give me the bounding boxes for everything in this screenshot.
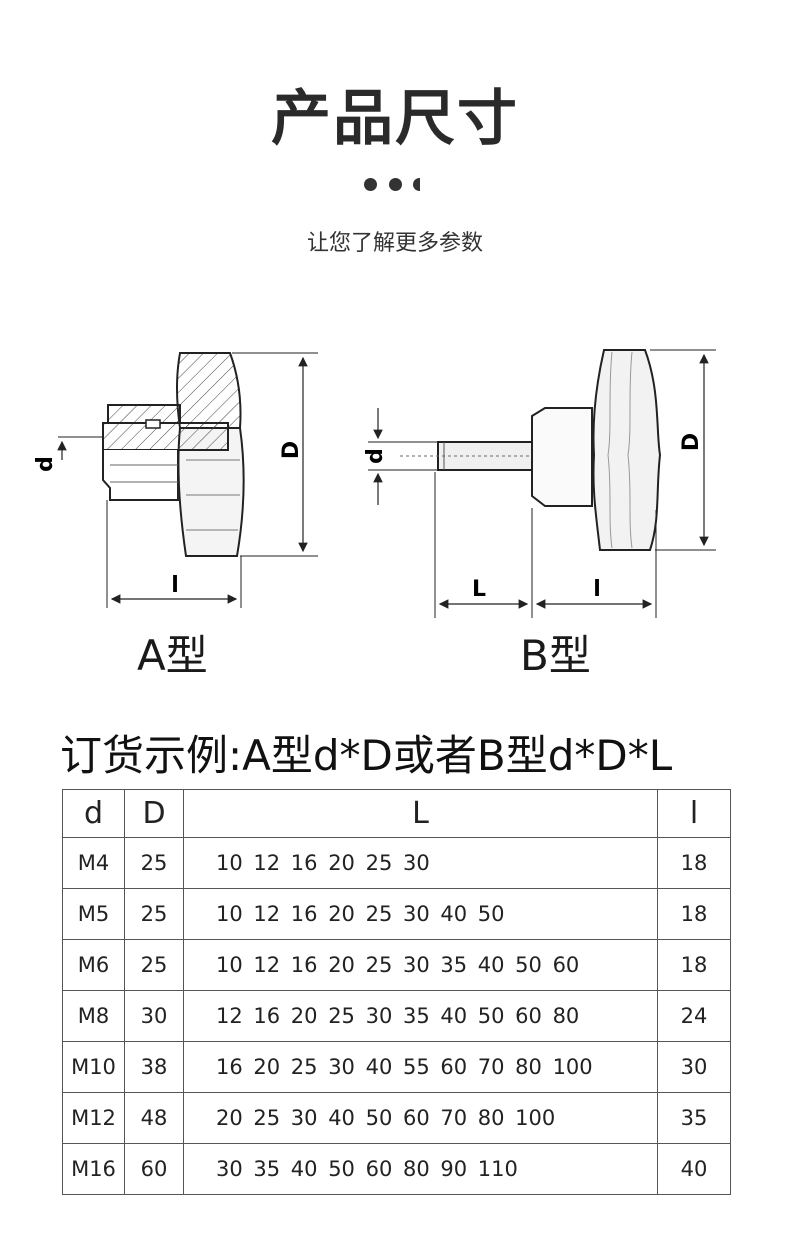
cell-L: 10 12 16 20 25 30 [183, 837, 658, 889]
type-a-knob-drawing: D d l [33, 352, 318, 608]
dot-icon [412, 178, 426, 191]
cell-d: M12 [62, 1092, 125, 1144]
page-subtitle: 让您了解更多参数 [306, 231, 483, 256]
cell-d: M16 [62, 1143, 125, 1195]
cell-L: 10 12 16 20 25 30 35 40 50 60 [183, 939, 658, 991]
table-header-row: d D L l [62, 789, 731, 838]
table-row: M5 25 10 12 16 20 25 30 40 50 18 [62, 888, 731, 940]
cell-D: 60 [124, 1143, 184, 1195]
cell-l: 18 [657, 837, 731, 889]
b-dim-d-label: d [363, 448, 388, 464]
cell-l: 40 [657, 1143, 731, 1195]
table-row: M12 48 20 25 30 40 50 60 70 80 100 35 [62, 1092, 731, 1144]
b-dim-l-label: l [593, 577, 601, 602]
cell-D: 25 [124, 888, 184, 940]
a-dim-d-label: d [33, 456, 58, 472]
cell-d: M6 [62, 939, 125, 991]
cell-l: 18 [657, 939, 731, 991]
cell-L: 20 25 30 40 50 60 70 80 100 [183, 1092, 658, 1144]
cell-d: M10 [62, 1041, 125, 1093]
cell-L: 16 20 25 30 40 55 60 70 80 100 [183, 1041, 658, 1093]
cell-L: 10 12 16 20 25 30 40 50 [183, 888, 658, 940]
cell-D: 30 [124, 990, 184, 1042]
cell-l: 18 [657, 888, 731, 940]
cell-d: M8 [62, 990, 125, 1042]
cell-l: 30 [657, 1041, 731, 1093]
table-row: M8 30 12 16 20 25 30 35 40 50 60 80 24 [62, 990, 731, 1042]
b-dim-D-label: D [679, 433, 704, 451]
table-row: M10 38 16 20 25 30 40 55 60 70 80 100 30 [62, 1041, 731, 1093]
cell-d: M4 [62, 837, 125, 889]
cell-D: 38 [124, 1041, 184, 1093]
cell-L: 12 16 20 25 30 35 40 50 60 80 [183, 990, 658, 1042]
table-row: M16 60 30 35 40 50 60 80 90 110 40 [62, 1143, 731, 1195]
header-l: l [657, 789, 731, 838]
cell-D: 48 [124, 1092, 184, 1144]
header-L: L [183, 789, 658, 838]
type-a-label: A型 [137, 631, 208, 680]
table-row: M6 25 10 12 16 20 25 30 35 40 50 60 18 [62, 939, 731, 991]
cell-L: 30 35 40 50 60 80 90 110 [183, 1143, 658, 1195]
a-dim-l-label: l [171, 573, 179, 598]
cell-l: 24 [657, 990, 731, 1042]
spec-table: d D L l M4 25 10 12 16 20 25 30 18 M5 25… [62, 789, 731, 1195]
cell-d: M5 [62, 888, 125, 940]
decorative-dots [0, 176, 790, 195]
dot-icon [388, 178, 402, 191]
table-row: M4 25 10 12 16 20 25 30 18 [62, 837, 731, 889]
a-dim-D-label: D [279, 441, 304, 459]
b-dim-L-label: L [472, 577, 486, 602]
type-b-label: B型 [520, 631, 591, 680]
header-D: D [124, 789, 184, 838]
dot-icon [364, 178, 378, 191]
dimension-drawing: D d l D d L [33, 349, 716, 618]
page-title: 产品尺寸 [271, 84, 519, 154]
cell-D: 25 [124, 939, 184, 991]
order-example: 订货示例:A型d*D或者B型d*D*L [60, 731, 673, 780]
cell-l: 35 [657, 1092, 731, 1144]
type-b-knob-drawing: D d L l [363, 349, 716, 618]
header-d: d [62, 789, 125, 838]
cell-D: 25 [124, 837, 184, 889]
